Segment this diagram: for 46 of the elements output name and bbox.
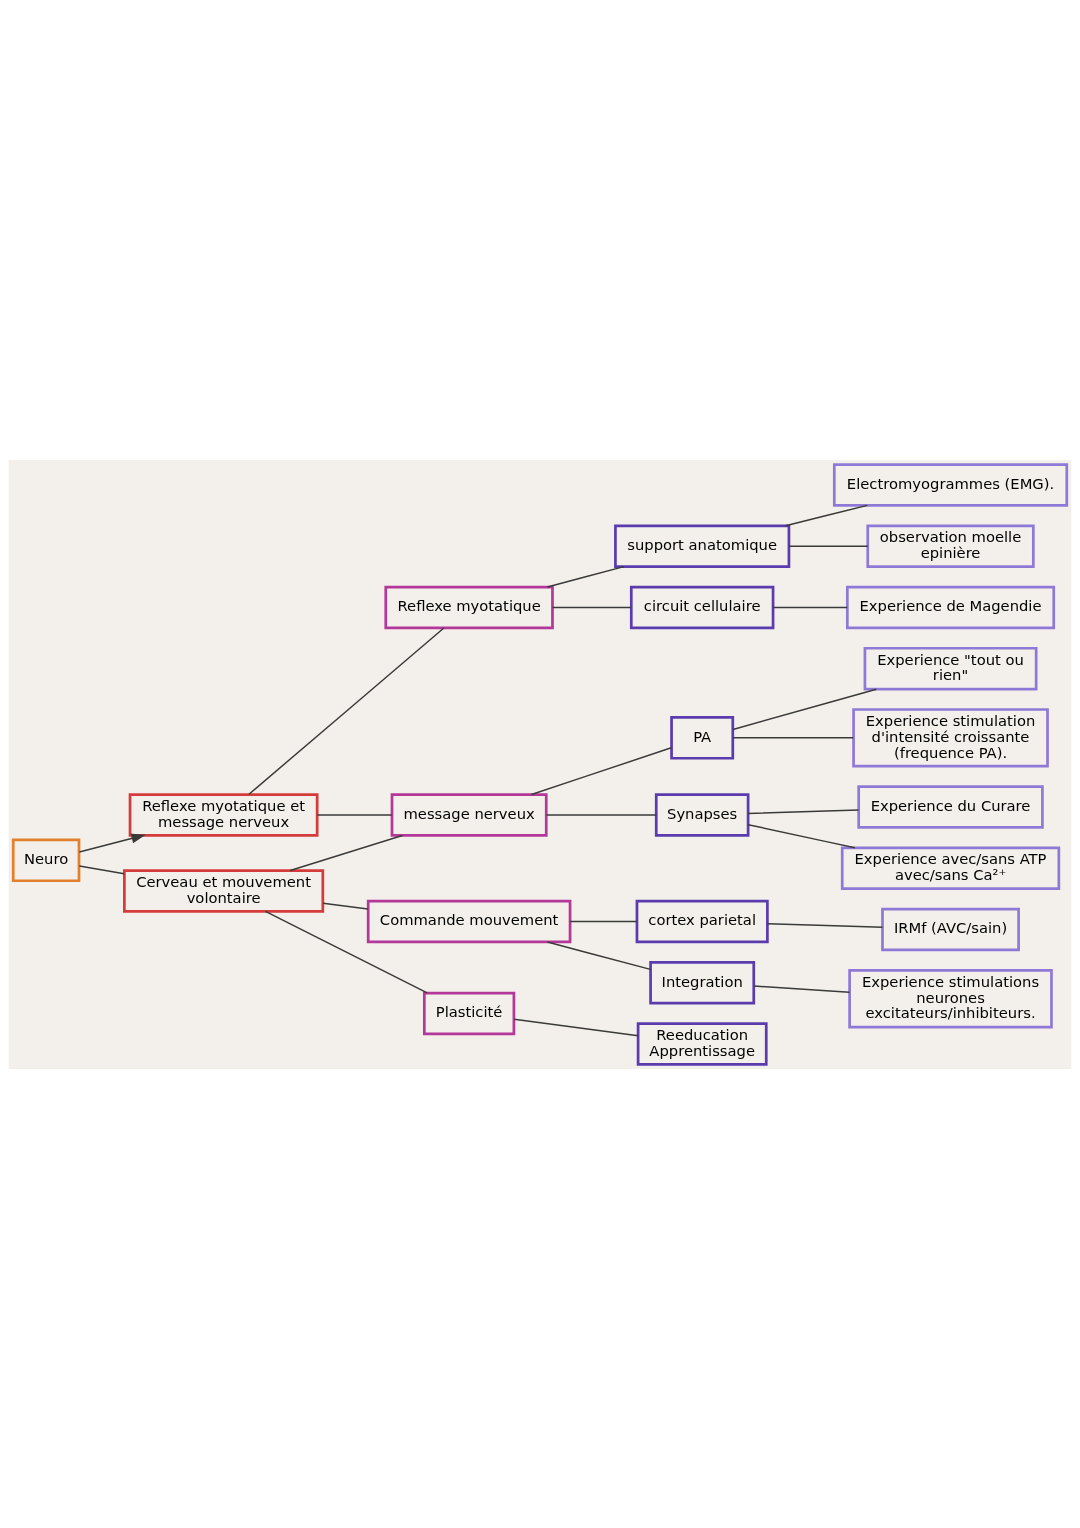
connector [289,834,404,871]
node-box: PA [670,715,735,760]
node-box: IRMf (AVC/sain) [881,907,1020,951]
connector [78,864,125,874]
connector [569,920,638,922]
node-box: Integration [649,960,756,1005]
connector [316,813,393,816]
node-box: circuit cellulaire [629,585,775,629]
connector [322,902,369,910]
connector [732,736,854,739]
node-box: Neuro [11,838,81,882]
connector [546,940,652,970]
connector [747,823,856,849]
arrow [78,833,146,853]
node-box: Commande mouvement [366,899,572,943]
node-box: observation moelle epinière [866,523,1035,568]
node-box: Experience stimulations neurones excitateurs/inhibiteurs. [848,968,1053,1028]
connector [753,984,851,993]
connector [732,687,878,730]
connector [248,626,445,795]
node-box: Reflexe myotatique et message nerveux [128,792,319,837]
node-box: Electromyogrammes (EMG). [832,462,1069,507]
connector [264,910,428,994]
node-box: Reeducation Apprentissage [636,1021,768,1066]
node-box: support anatomique [614,523,791,568]
connector [766,922,884,928]
node-box: Synapses [654,792,750,837]
node-box: Experience stimulation d'intensité croissante (frequence PA). [852,707,1049,768]
node-box: Experience du Curare [857,784,1044,829]
node-box: Plasticité [422,991,516,1035]
connector [784,504,868,526]
connector [546,565,625,588]
connector [513,1018,639,1036]
node-box: Experience avec/sans ATP avec/sans Ca²⁺ [840,846,1061,890]
connector [788,544,869,547]
connector [747,808,860,814]
node-box: cortex parietal [635,899,769,943]
node-box: Experience "tout ou rien" [863,646,1038,690]
node-box: Experience de Magendie [846,585,1056,629]
connector [772,606,848,608]
node-box: Reflexe myotatique [384,585,554,629]
node-box: message nerveux [390,792,548,837]
connector [530,746,672,795]
connector [551,606,632,608]
node-box: Cerveau et mouvement volontaire [123,868,325,913]
connector [545,813,657,816]
